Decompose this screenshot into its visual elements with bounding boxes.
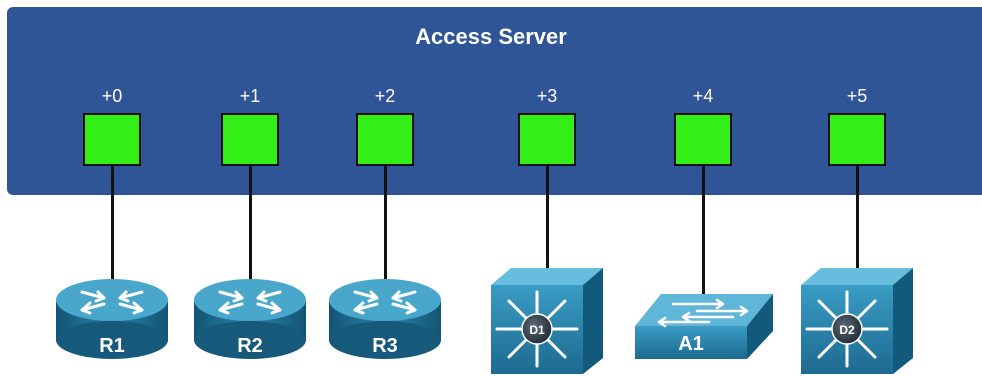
port-4	[674, 113, 732, 166]
port-5	[828, 113, 886, 166]
device-label-r3: R3	[372, 335, 398, 357]
port-label-5: +5	[846, 86, 868, 106]
cable-5	[856, 166, 859, 268]
port-label-3: +3	[536, 86, 558, 106]
router-icon: R1	[56, 279, 168, 359]
port-0	[83, 113, 141, 166]
cable-3	[546, 166, 549, 268]
device-label-d1: D1	[529, 323, 545, 337]
cable-0	[111, 166, 114, 282]
port-label-1: +1	[239, 86, 261, 106]
device-label-a1: A1	[678, 333, 704, 355]
port-label-2: +2	[374, 86, 396, 106]
cable-2	[384, 166, 387, 282]
device-label-d2: D2	[839, 323, 855, 337]
cable-1	[249, 166, 252, 282]
router-icon: R2	[194, 279, 306, 359]
port-label-0: +0	[101, 86, 123, 106]
port-3	[518, 113, 576, 166]
access-server-box	[7, 7, 982, 195]
port-1	[221, 113, 279, 166]
router-icon: R3	[329, 279, 441, 359]
device-label-r1: R1	[99, 335, 125, 357]
multilayer-switch-icon: D1	[491, 268, 603, 374]
cable-4	[702, 166, 705, 294]
multilayer-switch-icon: D2	[801, 268, 913, 374]
port-2	[356, 113, 414, 166]
switch-icon: A1	[635, 294, 773, 359]
access-server-title: Access Server	[415, 24, 567, 49]
device-label-r2: R2	[237, 335, 263, 357]
port-label-4: +4	[692, 86, 714, 106]
